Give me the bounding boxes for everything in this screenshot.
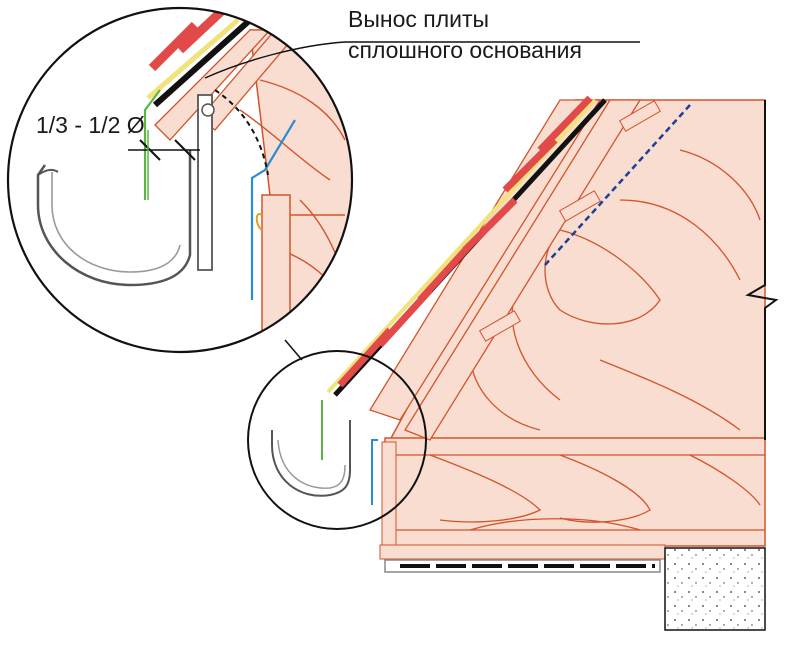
masonry-wall <box>664 547 766 631</box>
gutter-hook <box>197 94 213 271</box>
magnified-detail-circle <box>6 6 354 354</box>
mag-flashing <box>250 119 296 300</box>
small-detail-circle <box>247 350 427 530</box>
detail-leader-line <box>284 339 303 361</box>
mag-gutter <box>36 150 192 287</box>
drip-edge <box>143 89 161 200</box>
callout-leader <box>204 41 640 79</box>
main-section <box>326 95 779 631</box>
dimension-label: 1/3 - 1/2 Ø <box>36 112 145 138</box>
callout-line-2: сплошного основания <box>348 37 582 63</box>
soffit-board <box>379 544 666 560</box>
beam-wood-grain <box>429 454 761 531</box>
callout-line-1: Вынос плиты <box>348 6 490 32</box>
vapor-barrier <box>544 104 691 266</box>
fascia-board <box>381 441 397 546</box>
shingles <box>337 95 593 388</box>
counter-batten <box>404 99 642 441</box>
small-gutter <box>271 420 351 497</box>
callout-label: Вынос плиты сплошного основания <box>348 4 582 66</box>
break-mark <box>745 100 779 440</box>
